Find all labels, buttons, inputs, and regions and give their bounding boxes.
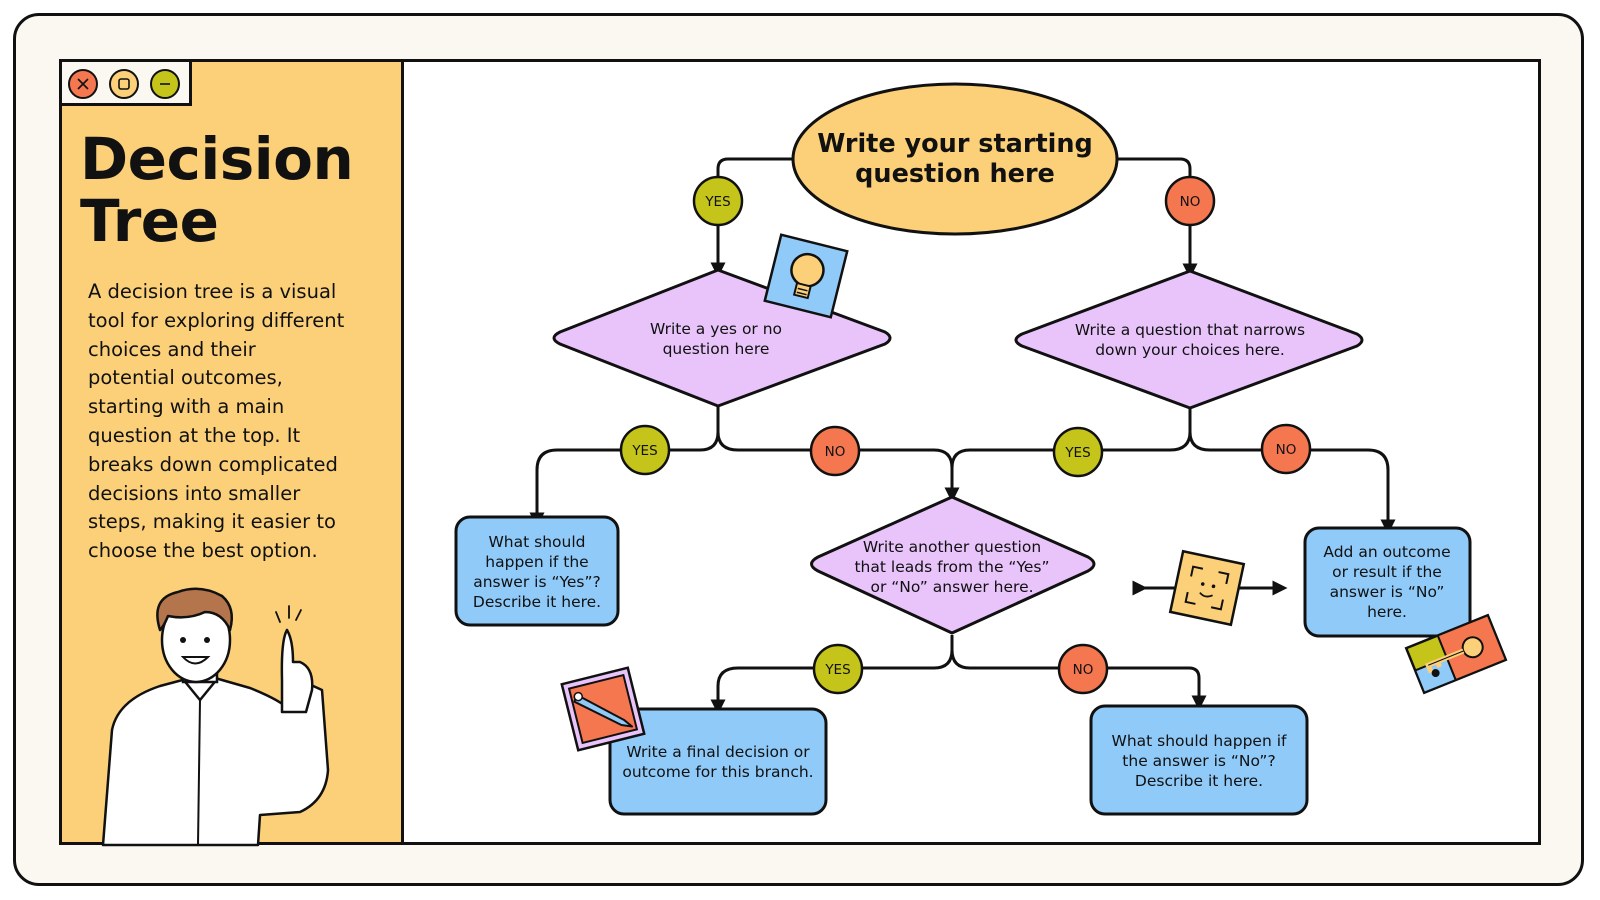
maximize-button[interactable] — [109, 69, 139, 99]
person-illustration — [101, 587, 330, 847]
yes-badge-label: YES — [631, 443, 657, 459]
yes-badge: YES — [1052, 426, 1104, 478]
outcome-yes-line-4: Describe it here. — [473, 593, 601, 611]
middle-question-line-1: Write another question — [863, 538, 1041, 556]
outcome-no-line-3: answer is “No” — [1330, 583, 1445, 601]
description-line: choose the best option. — [88, 539, 318, 563]
connector-line — [950, 408, 1192, 469]
close-icon — [77, 78, 89, 90]
left-question-line-2: question here — [663, 340, 770, 358]
final-no-line-3: Describe it here. — [1135, 772, 1263, 790]
pencil-icon — [560, 666, 646, 752]
start-node: Write your starting question here — [791, 82, 1119, 236]
connector-line — [1115, 157, 1198, 279]
connector-line — [1188, 431, 1396, 535]
left-question-line-1: Write a yes or no — [650, 320, 782, 338]
no-badge: NO — [1164, 175, 1216, 227]
description-line: starting with a main — [88, 395, 285, 419]
window-controls — [62, 62, 192, 106]
minimize-button[interactable] — [150, 69, 180, 99]
start-text-line-2: question here — [855, 159, 1055, 189]
description-line: steps, making it easier to — [88, 510, 336, 534]
description-line: A decision tree is a visual — [88, 280, 337, 303]
final-no-node: What should happen if the answer is “No”… — [1089, 704, 1309, 816]
yes-badge: YES — [619, 424, 671, 476]
outcome-no-line-1: Add an outcome — [1323, 543, 1450, 561]
yes-badge-label: YES — [704, 194, 730, 210]
close-button[interactable] — [68, 69, 98, 99]
outcome-yes-line-1: What should — [488, 533, 585, 551]
description-text: A decision tree is a visual tool for exp… — [88, 278, 378, 566]
connector-line — [950, 649, 1207, 711]
middle-question-line-3: or “No” answer here. — [870, 578, 1033, 596]
title-line-2: Tree — [80, 187, 219, 255]
connector-line — [716, 431, 960, 503]
no-badge-label: NO — [1073, 662, 1094, 678]
outcome-no-line-2: or result if the — [1332, 563, 1442, 581]
yes-badge: YES — [812, 643, 864, 695]
yes-badge-label: YES — [824, 662, 850, 678]
right-question-node: Write a question that narrows down your … — [1014, 269, 1364, 410]
description-line: choices and their — [88, 337, 256, 361]
right-question-line-2: down your choices here. — [1095, 341, 1285, 359]
face-scan-icon — [1168, 549, 1246, 627]
no-badge: NO — [809, 425, 861, 477]
title-line-1: Decision — [80, 125, 354, 193]
description-line: potential outcomes, — [88, 366, 283, 390]
outcome-yes-line-3: answer is “Yes”? — [473, 573, 601, 591]
outcome-no-line-4: here. — [1367, 603, 1407, 621]
description-line: decisions into smaller — [88, 481, 301, 505]
final-yes-node: Write a final decision or outcome for th… — [608, 707, 828, 816]
outcome-yes-node: What should happen if the answer is “Yes… — [454, 515, 620, 627]
connector-line — [710, 157, 795, 278]
page-title: Decision Tree — [80, 128, 390, 252]
final-yes-line-2: outcome for this branch. — [622, 763, 813, 781]
final-no-line-2: the answer is “No”? — [1122, 752, 1275, 770]
description-line: breaks down complicated — [88, 452, 338, 476]
no-badge: NO — [1057, 643, 1109, 695]
left-question-node: Write a yes or no question here — [552, 268, 892, 408]
outcome-no-node: Add an outcome or result if the answer i… — [1303, 526, 1472, 638]
middle-question-node: Write another question that leads from t… — [810, 495, 1096, 635]
sidebar-panel: Decision Tree A decision tree is a visua… — [62, 62, 404, 842]
yes-badge: YES — [692, 175, 744, 227]
maximize-icon — [118, 78, 130, 90]
description-line: question at the top. It — [88, 423, 301, 447]
final-yes-line-1: Write a final decision or — [626, 743, 810, 761]
final-no-line-1: What should happen if — [1112, 732, 1288, 750]
description-line: tool for exploring different — [88, 308, 345, 332]
middle-question-line-2: that leads from the “Yes” — [854, 558, 1049, 576]
no-badge: NO — [1260, 423, 1312, 475]
start-text-line-1: Write your starting — [817, 129, 1093, 159]
minimize-icon — [160, 83, 170, 85]
outcome-yes-line-2: happen if the — [485, 553, 588, 571]
lightbulb-icon — [763, 233, 849, 319]
no-badge-label: NO — [1180, 194, 1201, 210]
key-icon — [1404, 613, 1508, 695]
no-badge-label: NO — [1276, 442, 1297, 458]
right-question-line-1: Write a question that narrows — [1075, 321, 1305, 339]
yes-badge-label: YES — [1064, 445, 1090, 461]
no-badge-label: NO — [825, 444, 846, 460]
